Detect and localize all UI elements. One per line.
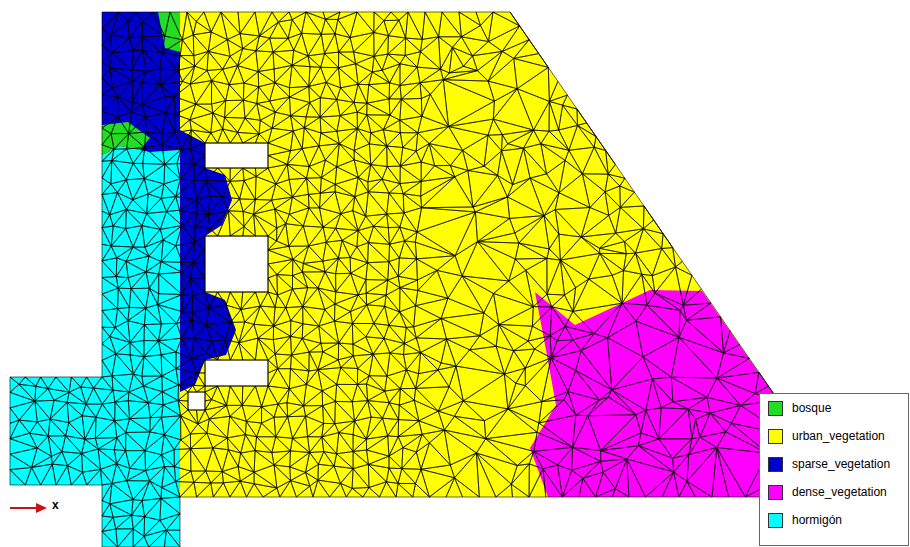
- legend-label: urban_vegetation: [792, 429, 885, 443]
- legend-swatch: [768, 401, 783, 416]
- axis-head: [36, 503, 47, 513]
- legend-label: sparse_vegetation: [792, 457, 890, 471]
- urban-region: [10, 12, 845, 547]
- hole: [205, 143, 268, 168]
- legend-item: hormigón: [760, 506, 908, 534]
- concrete-region: [10, 146, 180, 547]
- legend-swatch: [768, 457, 783, 472]
- hole: [188, 392, 205, 410]
- hole: [205, 360, 268, 386]
- hole: [205, 236, 268, 292]
- legend-label: hormigón: [792, 513, 842, 527]
- axis-arrow: [10, 503, 47, 513]
- legend-box: bosque urban_vegetation sparse_vegetationd…: [759, 393, 909, 546]
- axis-label: x: [52, 498, 59, 512]
- mesh-lines: [10, 12, 845, 547]
- legend-item: dense_vegetation: [760, 478, 908, 506]
- legend-swatch: [768, 429, 783, 444]
- legend-item: urban_vegetation: [760, 422, 908, 450]
- legend-label: bosque: [792, 401, 831, 415]
- axis-line: [10, 507, 40, 509]
- legend-item: bosque: [760, 394, 908, 422]
- legend-item: sparse_vegetation: [760, 450, 908, 478]
- legend-swatch: [768, 513, 783, 528]
- legend-swatch: [768, 485, 783, 500]
- legend-label: dense_vegetation: [792, 485, 887, 499]
